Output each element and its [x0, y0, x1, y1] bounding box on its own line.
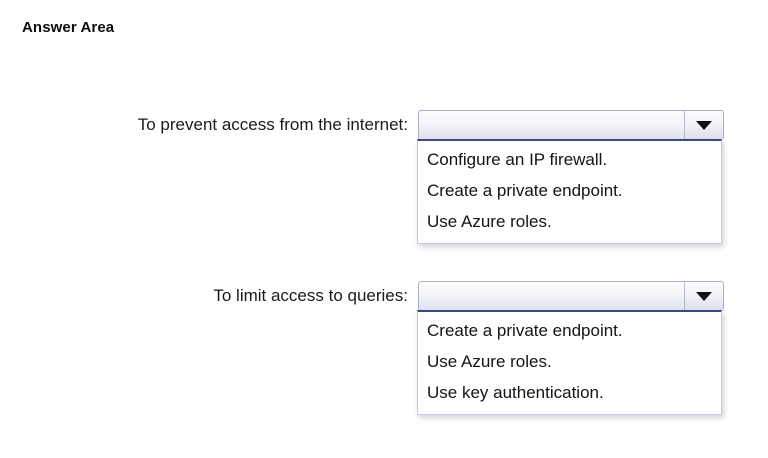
dropdown-option[interactable]: Use Azure roles. [427, 352, 552, 371]
chevron-down-icon [696, 120, 712, 130]
answer-row-1: To limit access to queries: [0, 281, 768, 311]
answer-row-label-0: To prevent access from the internet: [137, 115, 408, 134]
page-title: Answer Area [22, 19, 115, 36]
answer-row-label-1: To limit access to queries: [213, 286, 408, 305]
dropdown-toggle-button-0[interactable] [684, 111, 723, 139]
dropdown-combobox-1[interactable] [418, 281, 724, 311]
dropdown-combobox-0[interactable] [418, 110, 724, 140]
answer-row-0: To prevent access from the internet: [0, 110, 768, 140]
dropdown-option[interactable]: Create a private endpoint. [427, 181, 623, 200]
dropdown-option[interactable]: Use key authentication. [427, 383, 604, 402]
dropdown-options-panel-1[interactable]: Create a private endpoint. Use Azure rol… [417, 310, 722, 415]
dropdown-toggle-button-1[interactable] [684, 282, 723, 310]
chevron-down-icon [696, 291, 712, 301]
dropdown-option[interactable]: Configure an IP firewall. [427, 150, 608, 169]
dropdown-option[interactable]: Create a private endpoint. [427, 321, 623, 340]
dropdown-option[interactable]: Use Azure roles. [427, 212, 552, 231]
dropdown-options-panel-0[interactable]: Configure an IP firewall. Create a priva… [417, 139, 722, 244]
